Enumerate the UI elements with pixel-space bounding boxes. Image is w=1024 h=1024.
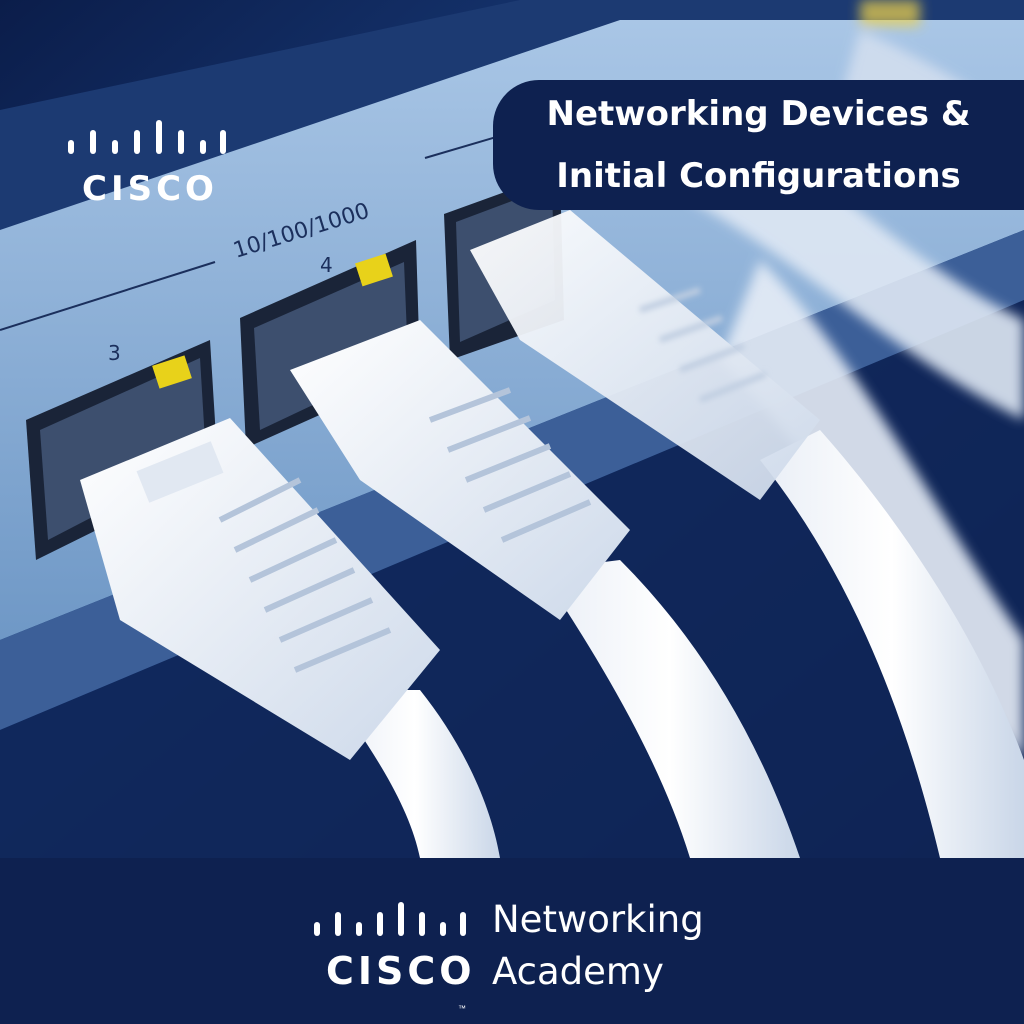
ethernet-cable-5 xyxy=(470,210,1024,858)
academy-line-1: Networking xyxy=(492,898,704,941)
port-4-label: 4 xyxy=(320,253,333,277)
port-4 xyxy=(240,240,420,448)
trademark-symbol: ™ xyxy=(458,1004,466,1013)
ethernet-cable-3 xyxy=(80,418,500,858)
port-3-label: 3 xyxy=(108,341,121,365)
cisco-logo: CISCO xyxy=(62,118,232,209)
academy-line-2: Academy xyxy=(492,950,664,993)
port-3 xyxy=(26,340,218,560)
title-line-2: Initial Configurations xyxy=(556,156,961,196)
ethernet-cable-4 xyxy=(290,320,800,858)
title-banner: Networking Devices & Initial Configurati… xyxy=(493,80,1024,210)
title-line-1: Networking Devices & xyxy=(546,94,971,134)
cisco-bridge-logo-icon xyxy=(68,120,226,154)
cisco-networking-academy-logo: CISCO ™ xyxy=(310,900,480,1013)
cisco-wordmark: CISCO xyxy=(326,949,476,993)
footer-bar: CISCO ™ Networking Academy xyxy=(0,858,1024,1024)
cisco-wordmark: CISCO xyxy=(82,169,218,209)
cisco-bridge-logo-icon xyxy=(314,902,466,936)
academy-name: Networking Academy xyxy=(492,894,704,998)
